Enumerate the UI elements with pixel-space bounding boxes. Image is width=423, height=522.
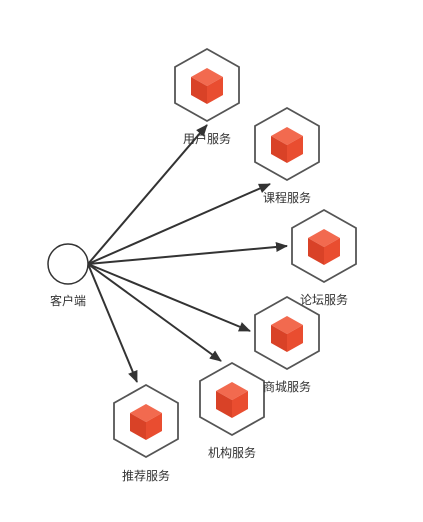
service-label-mall: 商城服务 [263, 379, 311, 394]
client-node: 客户端 [47, 243, 89, 308]
hexagon-cube-icon [254, 296, 320, 370]
edge-to-agency-service [87, 263, 222, 362]
hexagon-cube-icon [113, 384, 179, 458]
connection-lines [87, 124, 288, 383]
hexagon-cube-icon [174, 48, 240, 122]
edge-to-forum-service [87, 242, 288, 265]
service-label-recommend: 推荐服务 [122, 468, 170, 483]
service-node-forum [291, 209, 357, 283]
service-node-recommend [113, 384, 179, 458]
service-label-forum: 论坛服务 [300, 292, 348, 307]
hexagon-cube-icon [291, 209, 357, 283]
service-node-course [254, 107, 320, 181]
service-node-agency [199, 362, 265, 436]
edge-to-user-service [87, 124, 208, 265]
edge-to-mall-service [87, 263, 251, 332]
hexagon-cube-icon [199, 362, 265, 436]
service-label-course: 课程服务 [263, 190, 311, 205]
service-node-mall [254, 296, 320, 370]
service-label-agency: 机构服务 [208, 445, 256, 460]
client-label: 客户端 [50, 293, 86, 308]
client-circle [47, 243, 89, 285]
edge-to-course-service [87, 183, 271, 265]
service-node-user [174, 48, 240, 122]
hexagon-cube-icon [254, 107, 320, 181]
edge-to-recommend-service [87, 263, 138, 383]
service-label-user: 用户服务 [183, 131, 231, 146]
